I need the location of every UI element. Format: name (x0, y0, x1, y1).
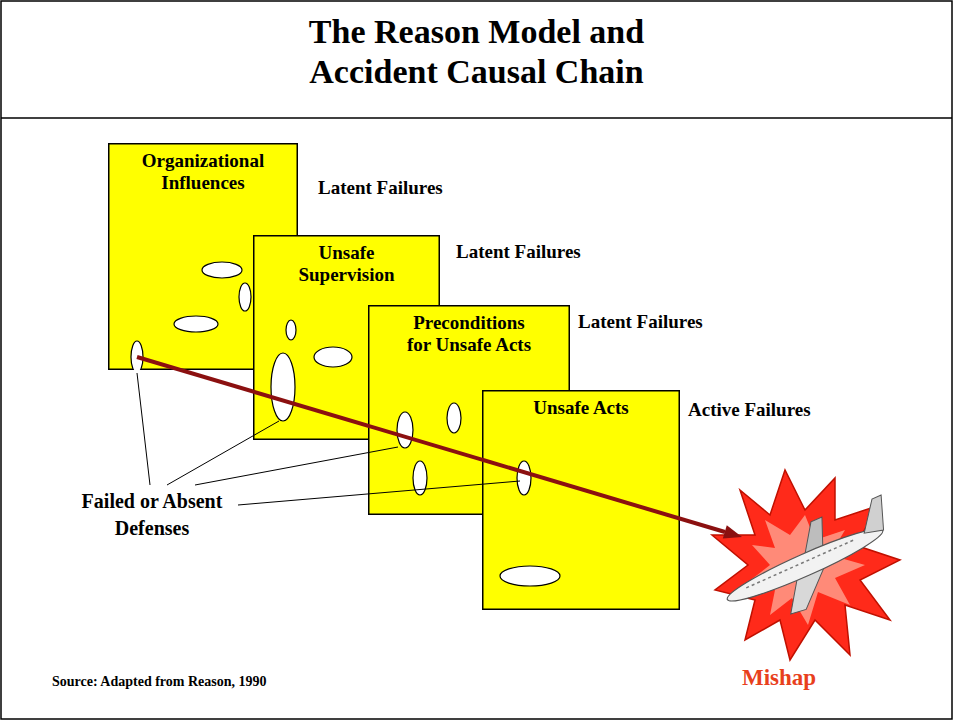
defense-hole (271, 353, 295, 421)
defense-hole (202, 262, 242, 278)
defense-hole (500, 566, 560, 586)
plane-fuselage (723, 520, 887, 609)
plane-tail (853, 495, 895, 538)
title-divider (1, 117, 952, 119)
starburst (712, 470, 900, 660)
defense-hole (131, 341, 143, 370)
diagram-title: The Reason Model and Accident Causal Cha… (257, 12, 697, 92)
defenses-label: Failed or Absent Defenses (68, 488, 236, 542)
defense-hole (286, 320, 296, 340)
trajectory-arrowhead (723, 525, 742, 538)
leader-line (137, 373, 150, 485)
defense-hole (517, 461, 531, 495)
defense-hole (174, 316, 218, 332)
failure-type-label: Latent Failures (456, 240, 581, 263)
outcome-label: Mishap (742, 664, 816, 692)
defense-hole (314, 347, 352, 367)
trajectory-line (482, 390, 680, 532)
leader-line (167, 421, 279, 485)
failure-type-label: Latent Failures (318, 176, 443, 199)
box-padding: Unsafe Acts (482, 390, 680, 419)
airplane (712, 491, 911, 637)
failure-type-label: Latent Failures (578, 310, 703, 333)
defense-hole (447, 403, 461, 433)
layer-fill (483, 391, 680, 610)
defense-hole (239, 283, 251, 311)
layer-title: Preconditions for Unsafe Acts (399, 312, 539, 356)
mishap-starburst (712, 470, 911, 660)
leader-line (368, 447, 398, 485)
plane-windows (746, 540, 854, 588)
trajectory-and-leaders (482, 390, 680, 532)
layer-title: Unsafe Acts (495, 397, 667, 419)
title-block: The Reason Model and Accident Causal Cha… (0, 12, 953, 92)
box-padding: Organizational Influences (108, 143, 298, 194)
leader-line (482, 481, 520, 505)
box-padding: Preconditions for Unsafe Acts (368, 305, 570, 356)
box-padding: Unsafe Supervision (253, 235, 440, 286)
layer-holes (482, 390, 680, 586)
leader-line (195, 447, 398, 485)
defense-hole (397, 412, 413, 448)
source-note: Source: Adapted from Reason, 1990 (52, 673, 267, 690)
layer-title: Organizational Influences (117, 150, 289, 194)
leader-line (253, 421, 279, 440)
layer-box-shape (482, 390, 680, 610)
layer-box: Unsafe Acts (482, 390, 680, 610)
failure-type-label: Active Failures (688, 398, 811, 421)
layer-title: Unsafe Supervision (277, 242, 417, 286)
